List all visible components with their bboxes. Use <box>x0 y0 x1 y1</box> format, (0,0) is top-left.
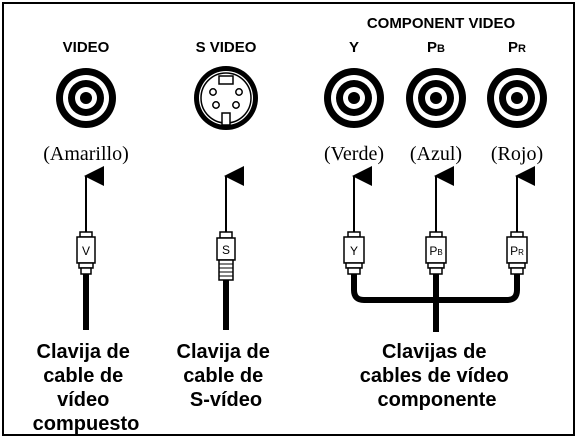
caption-line: vídeo <box>57 389 109 411</box>
rca-jack-icon <box>324 68 384 128</box>
header-svideo: S VIDEO <box>196 39 257 56</box>
rca-plug-icon: PR <box>506 231 528 275</box>
plug-label-pr-sub: R <box>518 248 524 257</box>
header-video: VIDEO <box>63 39 110 56</box>
rca-plug-icon: V <box>76 231 96 330</box>
caption-component: Clavijas de cables de vídeo componente <box>360 341 515 411</box>
plug-label-pr: PR <box>510 244 524 258</box>
color-label-pb: (Azul) <box>410 143 462 165</box>
caption-line: Clavijas de <box>382 341 487 363</box>
plug-label-v: V <box>82 244 90 258</box>
rca-jack-icon <box>487 68 547 128</box>
caption-svideo: Clavija de cable de S-vídeo <box>177 341 276 411</box>
header-pr-sub: R <box>518 43 526 55</box>
svideo-plug-icon: S <box>216 231 236 330</box>
header-pb-sub: B <box>437 43 445 55</box>
caption-line: cable de <box>183 365 263 387</box>
color-label-video: (Amarillo) <box>43 143 129 165</box>
header-pb-main: P <box>427 39 437 56</box>
svideo-jack-icon <box>194 66 258 130</box>
plug-label-pr-main: P <box>510 244 518 258</box>
header-y: Y <box>349 39 359 56</box>
plug-label-pb: PB <box>429 244 442 258</box>
color-label-y: (Verde) <box>324 143 384 165</box>
caption-line: S-vídeo <box>190 389 262 411</box>
caption-line: compuesto <box>33 413 140 435</box>
color-label-pr: (Rojo) <box>491 143 543 165</box>
caption-line: Clavija de <box>37 341 130 363</box>
caption-line: cables de vídeo <box>360 365 509 387</box>
header-pr: PR <box>508 39 526 56</box>
caption-line: componente <box>378 389 497 411</box>
plug-label-s: S <box>222 243 230 257</box>
caption-line: cable de <box>43 365 123 387</box>
plug-label-y: Y <box>350 244 358 258</box>
component-cable-bundle <box>351 274 520 332</box>
header-pb: PB <box>427 39 445 56</box>
caption-line: Clavija de <box>177 341 270 363</box>
plug-label-pb-main: P <box>429 244 437 258</box>
caption-composite: Clavija de cable de vídeo compuesto <box>33 341 140 435</box>
rca-jack-icon <box>406 68 466 128</box>
plug-label-pb-sub: B <box>437 248 442 257</box>
rca-plug-icon: Y <box>343 231 365 275</box>
header-pr-main: P <box>508 39 518 56</box>
rca-plug-icon: PB <box>425 231 447 275</box>
header-component-video: COMPONENT VIDEO <box>367 15 516 32</box>
rca-jack-icon <box>56 68 116 128</box>
